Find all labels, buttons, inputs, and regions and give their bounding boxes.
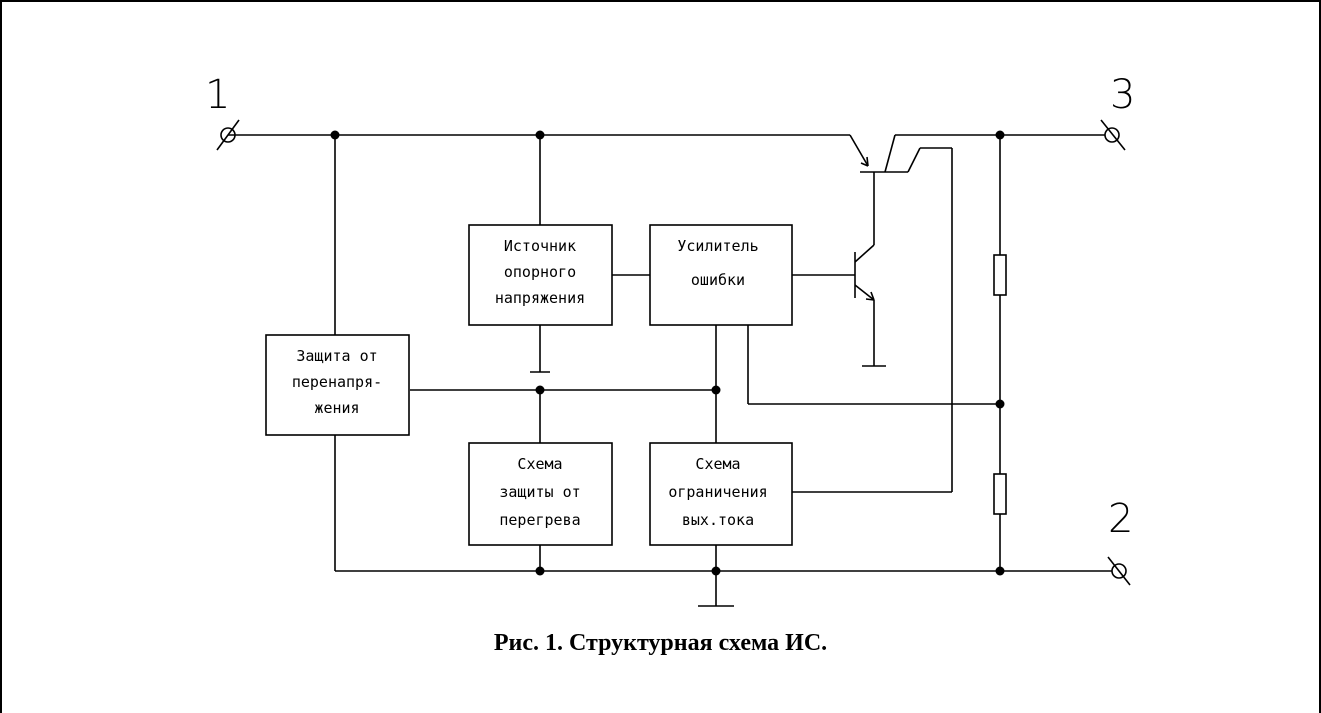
svg-text:опорного: опорного bbox=[504, 263, 576, 281]
pin-3-label: 3 bbox=[1110, 72, 1135, 118]
reference-voltage-block: Источник опорного напряжения bbox=[468, 224, 613, 326]
svg-text:Источник: Источник bbox=[504, 237, 576, 255]
thermal-protection-block: Схема защиты от перегрева bbox=[468, 442, 613, 546]
output-transistors bbox=[849, 134, 921, 367]
svg-text:Усилитель: Усилитель bbox=[677, 237, 758, 255]
svg-text:ошибки: ошибки bbox=[691, 271, 745, 289]
svg-text:напряжения: напряжения bbox=[495, 289, 585, 307]
error-amplifier-block: Усилитель ошибки bbox=[649, 224, 793, 326]
terminal-3: 3 bbox=[1100, 72, 1135, 151]
resistor-lower bbox=[993, 473, 1007, 515]
svg-text:Схема: Схема bbox=[695, 455, 740, 473]
svg-text:Защита от: Защита от bbox=[296, 347, 377, 365]
svg-text:жения: жения bbox=[314, 399, 359, 417]
svg-text:защиты от: защиты от bbox=[499, 483, 580, 501]
pin-2-label: 2 bbox=[1108, 496, 1133, 542]
resistor-upper bbox=[993, 254, 1007, 296]
figure-caption: Рис. 1. Структурная схема ИС. bbox=[493, 630, 828, 656]
pin-1-label: 1 bbox=[205, 72, 230, 118]
wires bbox=[228, 134, 1112, 607]
svg-text:ограничения: ограничения bbox=[668, 483, 767, 501]
overvoltage-protection-block: Защита от перенапря- жения bbox=[265, 334, 410, 436]
junctions bbox=[330, 130, 1005, 576]
svg-text:перегрева: перегрева bbox=[499, 511, 580, 529]
svg-text:вых.тока: вых.тока bbox=[682, 511, 754, 529]
svg-text:Схема: Схема bbox=[517, 455, 562, 473]
terminal-1: 1 bbox=[205, 72, 240, 151]
divider-resistors bbox=[993, 254, 1007, 515]
terminal-2: 2 bbox=[1107, 496, 1133, 586]
svg-text:перенапря-: перенапря- bbox=[292, 373, 382, 391]
current-limit-block: Схема ограничения вых.тока bbox=[649, 442, 793, 546]
